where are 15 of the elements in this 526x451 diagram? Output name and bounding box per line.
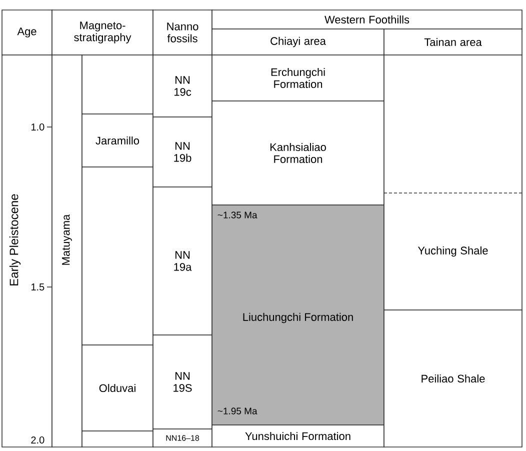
header-cell: Chiayi area (212, 28, 384, 56)
zone-cell: NN16–18 (152, 428, 212, 448)
zone-cell: NN 19c (152, 54, 212, 118)
axis-tick: 1.5 (31, 284, 52, 290)
formation-cell: ~1.35 Ma Liuchungchi Formation ~1.95 Ma (212, 204, 384, 426)
formation-cell: Peiliao Shale (384, 310, 522, 448)
axis-tick: 1.0 (31, 123, 52, 131)
zone-cell: NN 19b (152, 116, 212, 188)
header-cell: Tainan area (384, 28, 522, 56)
header-cell: Age (2, 10, 52, 56)
axis-tick: 2.0 (31, 436, 44, 444)
header-cell: Nanno fossils (152, 10, 212, 56)
subchron-cell: Jaramillo (82, 114, 154, 168)
empty-cell (82, 54, 154, 114)
formation-cell: Yuching Shale (384, 192, 522, 310)
